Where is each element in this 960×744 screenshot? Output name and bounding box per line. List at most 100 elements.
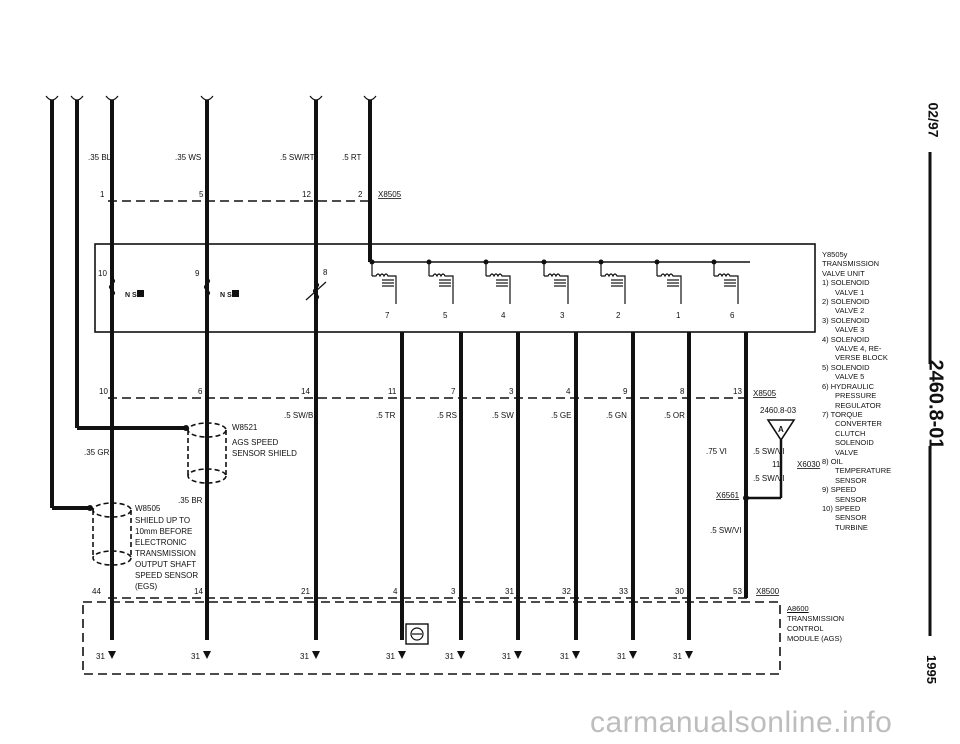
legend-item-line: 8) OIL <box>822 456 843 466</box>
pin-label: 12 <box>302 190 311 199</box>
legend-item-line: 4) SOLENOID <box>822 334 870 344</box>
control-module-label: A8600 TRANSMISSION CONTROL MODULE (AGS) <box>787 604 844 644</box>
legend-item-line: SENSOR <box>835 494 867 504</box>
legend-item-line: SENSOR <box>835 513 867 523</box>
shield-w8521-line2: SENSOR SHIELD <box>232 449 297 458</box>
component-legend: Y8505y TRANSMISSION VALVE UNIT 1) SOLENO… <box>822 250 918 532</box>
ground-label: 31 <box>617 652 626 661</box>
ground-label: 31 <box>96 652 105 661</box>
pin-label: 10 <box>98 269 107 278</box>
ground-label: 31 <box>386 652 395 661</box>
pin-label: 33 <box>619 587 628 596</box>
ground-label: 31 <box>191 652 200 661</box>
solenoid-pin: 3 <box>560 311 565 320</box>
legend-item-line: REGULATOR <box>835 400 881 410</box>
legend-item-line: 10) SPEED <box>822 503 861 513</box>
pin-label: 14 <box>301 387 310 396</box>
watermark: carmanualsonline.info <box>590 706 893 739</box>
pin-label: 4 <box>393 587 398 596</box>
legend-item-line: VALVE 3 <box>835 325 865 335</box>
legend-item-line: VALVE 5 <box>835 372 865 382</box>
control-module-box <box>82 601 781 675</box>
side-year: 1995 <box>923 655 939 684</box>
pin-label: 4 <box>566 387 571 396</box>
wire-top-ticks <box>45 95 377 101</box>
pin-label: 21 <box>301 587 310 596</box>
legend-item-line: 5) SOLENOID <box>822 362 870 372</box>
pin-label: 30 <box>675 587 684 596</box>
wire-color-35gr: .35 GR <box>84 448 110 457</box>
legend-item-line: 7) TORQUE <box>822 409 863 419</box>
solenoid-pin: 2 <box>616 311 621 320</box>
shield-w8505-id: W8505 <box>135 504 161 513</box>
control-unit-icon <box>405 623 429 645</box>
wire-color-label: .5 OR <box>664 411 685 420</box>
wire-color-label: .5 SW <box>492 411 514 420</box>
pin-label: 3 <box>509 387 514 396</box>
connector-x8505-label: X8505 <box>753 389 777 398</box>
wire-label-35bl: .35 BL <box>88 153 112 162</box>
legend-item-line: 1) SOLENOID <box>822 278 870 288</box>
pin-label: 11 <box>388 387 397 396</box>
pin-label: 9 <box>195 269 200 278</box>
wire-color-label: .5 RS <box>437 411 457 420</box>
pin-label: 44 <box>92 587 101 596</box>
ground-label: 31 <box>445 652 454 661</box>
legend-item-line: CONVERTER <box>835 419 882 429</box>
shield-w8505-line: SHIELD UP TO <box>135 516 190 525</box>
vi-label: X6030 <box>797 460 821 469</box>
ground-label: 31 <box>560 652 569 661</box>
pin-label: 6 <box>198 387 203 396</box>
vi-label: .5 SW/VI <box>753 447 785 456</box>
shield-w8505-line: OUTPUT SHAFT <box>135 560 196 569</box>
wire-color-label: .5 GE <box>551 411 571 420</box>
legend-title-line: Y8505y <box>822 250 848 259</box>
pin-label: 13 <box>733 387 742 396</box>
legend-item-line: VALVE 4, RE- <box>835 344 882 354</box>
pin-label: 14 <box>194 587 203 596</box>
pin-label: 32 <box>562 587 571 596</box>
vi-label: .75 VI <box>706 447 727 456</box>
solenoid-pin: 1 <box>676 311 681 320</box>
vi-label: .5 SW/VI <box>710 526 742 535</box>
temperature-sensor-icon <box>305 281 327 301</box>
legend-title-line: TRANSMISSION <box>822 259 880 269</box>
shield-w8505-line: 10mm BEFORE <box>135 527 192 536</box>
legend-item-line: TURBINE <box>835 522 868 532</box>
legend-item-line: TEMPERATURE <box>835 466 892 476</box>
control-module-line: CONTROL <box>787 624 824 633</box>
control-module-line: TRANSMISSION <box>787 614 845 623</box>
pin-label: 2 <box>358 190 363 199</box>
legend-item-line: VALVE 1 <box>835 287 865 297</box>
pin-label: 7 <box>451 387 456 396</box>
ground-icons <box>108 651 693 659</box>
legend-item-line: SOLENOID <box>835 438 874 448</box>
speed-sensor-icon <box>108 277 144 297</box>
shield-w8505-line: TRANSMISSION <box>135 549 196 558</box>
solenoid-pin: 7 <box>385 311 390 320</box>
legend-item-line: 6) HYDRAULIC <box>822 381 875 391</box>
wire-color-35br: .35 BR <box>178 496 203 505</box>
control-module-line: A8600 <box>787 604 809 613</box>
shield-w8505-line: ELECTRONIC <box>135 538 187 547</box>
speed-sensor-icon <box>203 277 239 297</box>
sensor-ns-label: N S <box>220 292 232 299</box>
wire-color-label: .5 TR <box>376 411 396 420</box>
pin-label: 9 <box>623 387 628 396</box>
shield-w8505-line: (EGS) <box>135 582 158 591</box>
connector-x8500-label: X8500 <box>756 587 780 596</box>
shield-w8521-icon <box>183 422 227 484</box>
legend-item-line: CLUTCH <box>835 428 866 438</box>
ground-label: 31 <box>673 652 682 661</box>
wire-label-35ws: .35 WS <box>175 153 201 162</box>
pin-label: 8 <box>680 387 685 396</box>
valve-unit-box <box>94 243 816 333</box>
reference-letter: A <box>778 425 784 434</box>
legend-item-line: VERSE BLOCK <box>835 353 888 363</box>
pin-label: 10 <box>99 387 108 396</box>
wire-color-label: .5 SW/BL <box>284 411 318 420</box>
legend-item-line: 3) SOLENOID <box>822 315 870 325</box>
shield-w8521-id: W8521 <box>232 423 258 432</box>
ground-label: 31 <box>300 652 309 661</box>
